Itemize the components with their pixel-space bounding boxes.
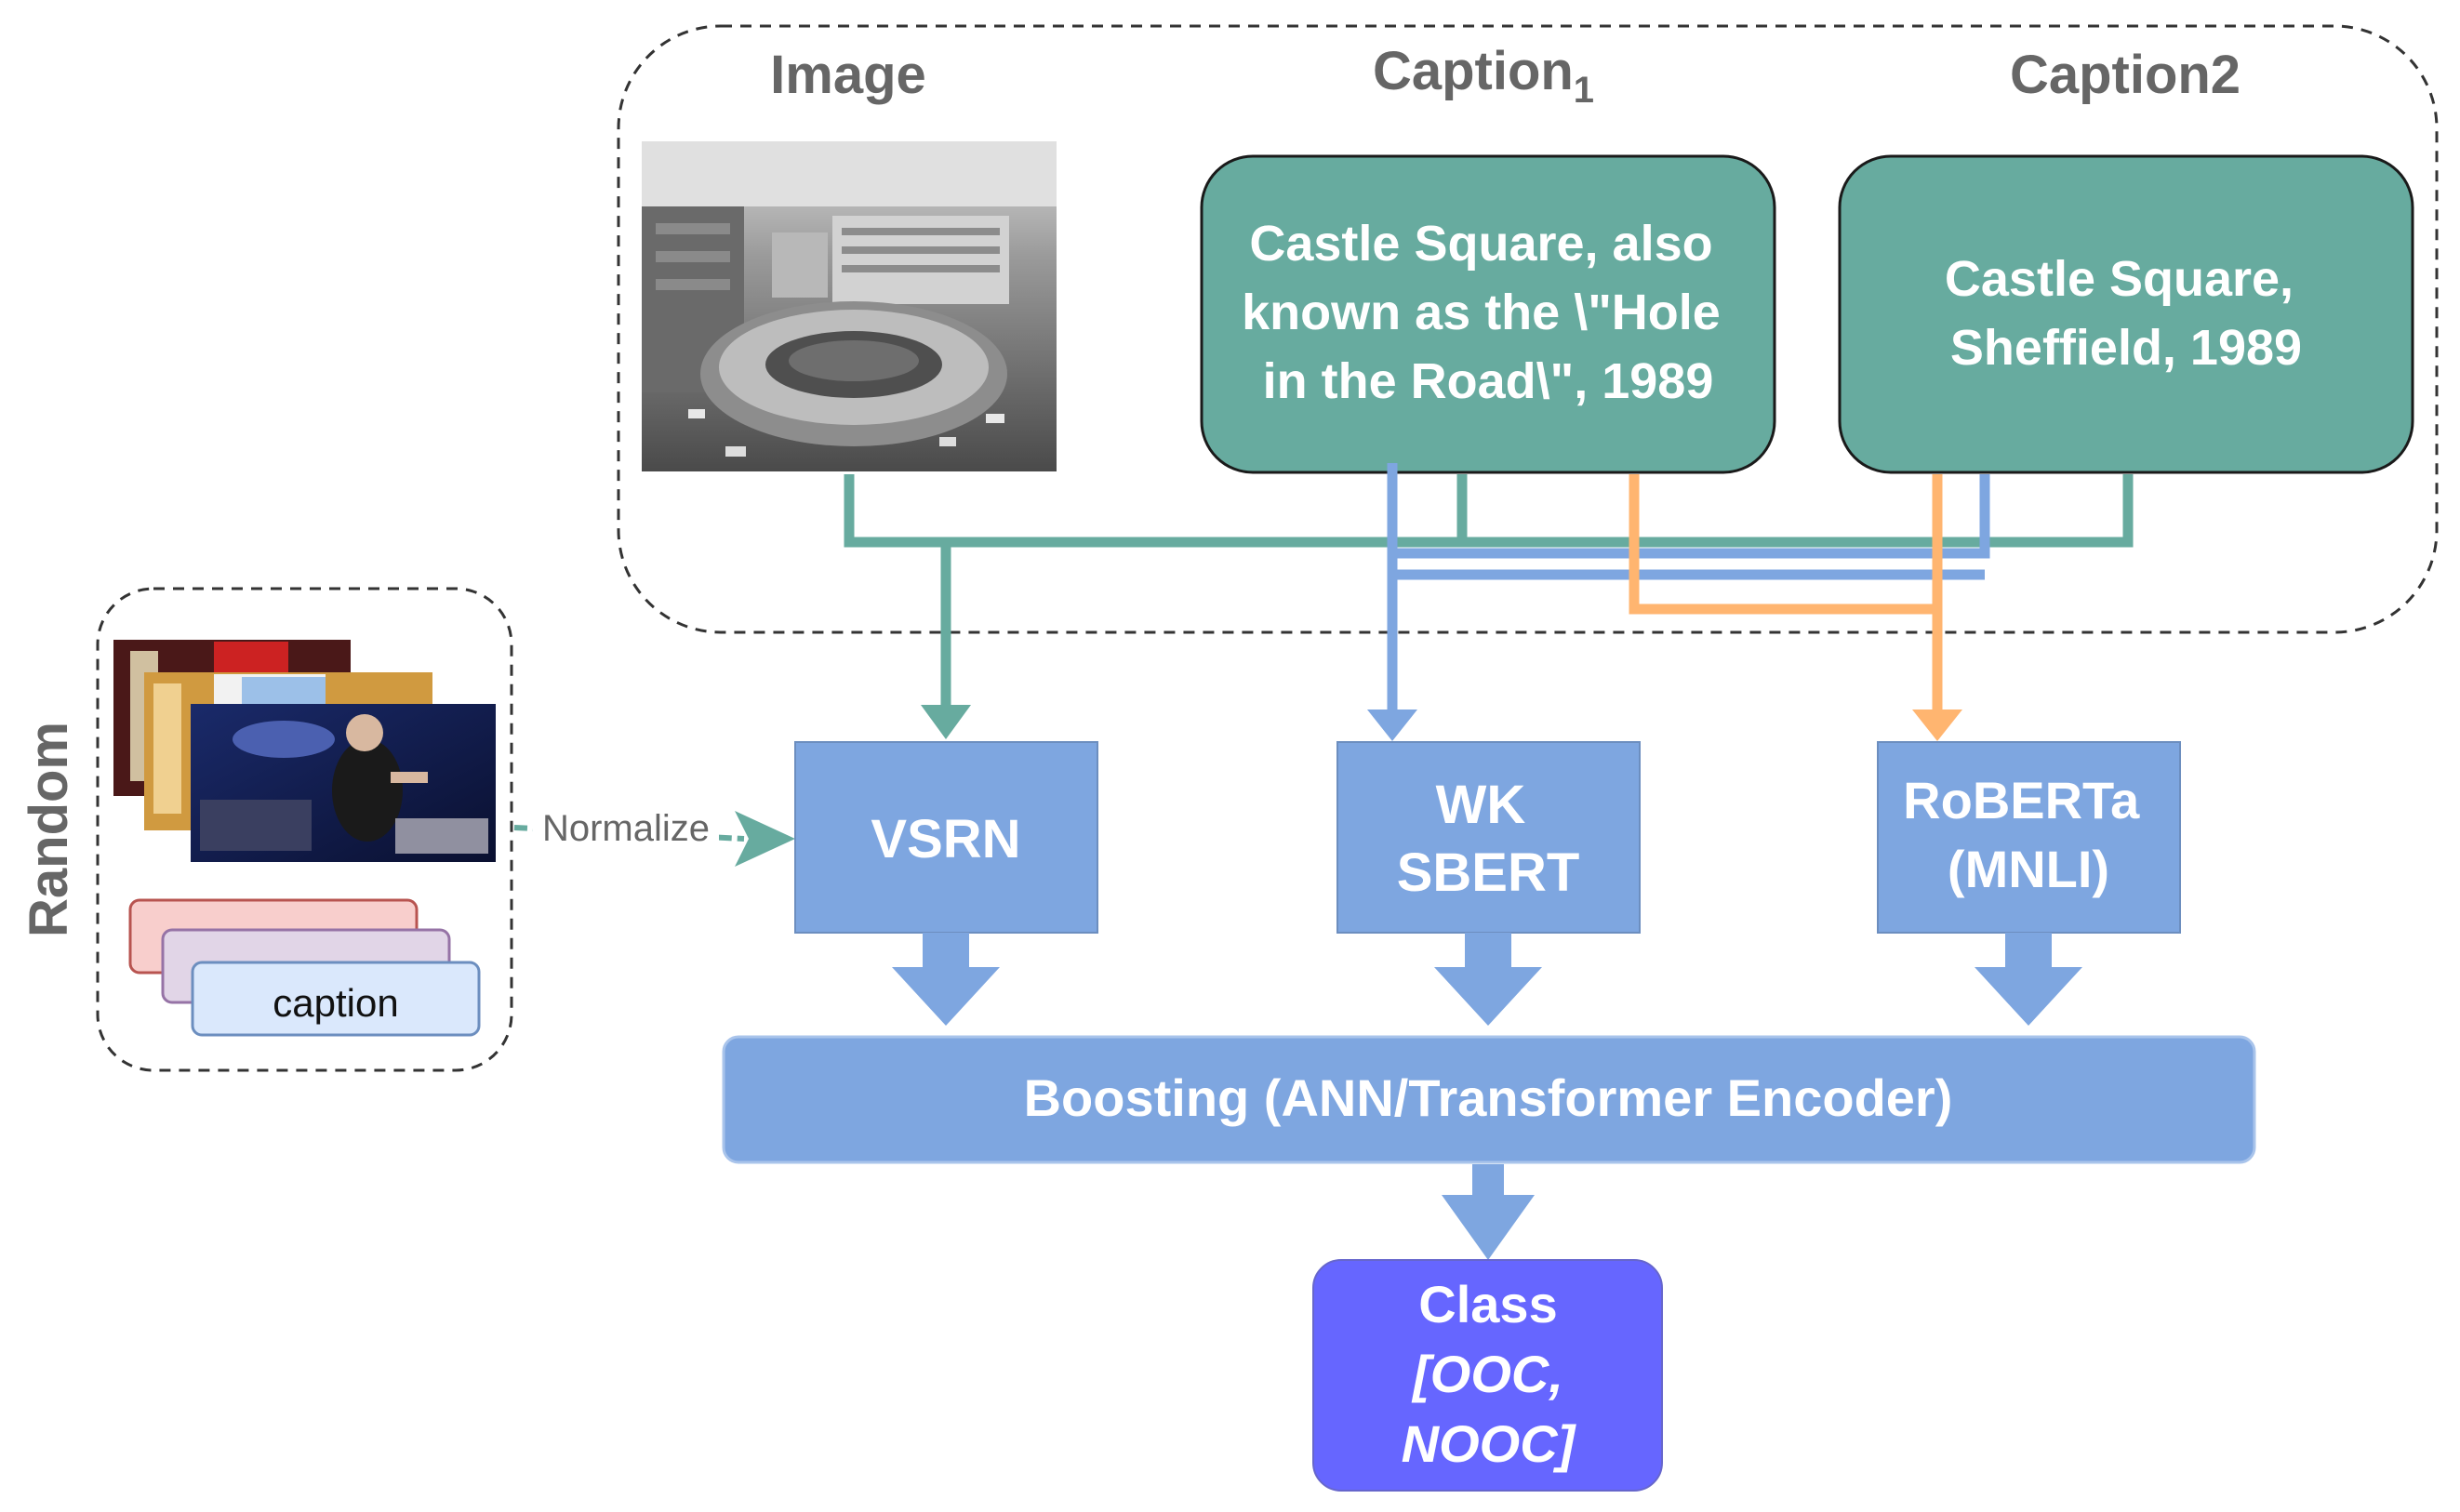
orange-arrowhead (1912, 710, 1962, 741)
blue-arrowhead-wk (1367, 710, 1417, 741)
random-images-stack (113, 640, 496, 862)
random-label: Random (19, 722, 79, 937)
caption1-text: Castle Square, also known as the \"Hole … (1242, 216, 1735, 409)
orange-connectors (1629, 474, 1943, 716)
boosting-box (722, 1035, 2256, 1164)
header-image: Image (770, 45, 926, 105)
caption2-box (1838, 154, 2414, 474)
teal-connectors (844, 474, 2134, 707)
normalize-arrowhead (735, 811, 795, 867)
caption-card-label: caption (273, 981, 398, 1025)
normalize-label-bg (533, 802, 719, 852)
caption1-box (1200, 154, 1776, 474)
boosting-down-arrow (1442, 1164, 1535, 1260)
vsrn-box (794, 741, 1098, 934)
class-box (1312, 1259, 1663, 1492)
class-line3: NOOC] (1402, 1414, 1577, 1473)
class-title: Class (1418, 1275, 1557, 1333)
vsrn-label: VSRN (871, 809, 1020, 869)
wk-sbert-label: WK SBERT (1397, 775, 1580, 903)
blue-connectors (1387, 463, 1990, 723)
input-group-container (617, 24, 2439, 634)
class-line2: [OOC, (1411, 1345, 1563, 1403)
caption2-text: Castle Square, Sheffield, 1989 (1945, 251, 2307, 376)
normalize-label: Normalize (542, 808, 710, 849)
vsrn-down-arrow (892, 933, 1000, 1026)
header-caption1: Caption1 (1373, 41, 1594, 111)
roberta-down-arrow (1975, 933, 2082, 1026)
roberta-box (1877, 741, 2181, 934)
teal-arrowhead (921, 705, 971, 739)
random-group-container (96, 587, 513, 1072)
roberta-label: RoBERTa (MNLI) (1903, 771, 2154, 898)
caption-card-front (191, 961, 481, 1037)
header-caption2: Caption2 (2010, 45, 2241, 105)
wk-sbert-box (1336, 741, 1641, 934)
boosting-label: Boosting (ANN/Transformer Encoder) (1024, 1068, 1953, 1127)
city-photo-image (642, 141, 1057, 471)
caption1-subscript: 1 (1574, 70, 1594, 111)
wk-sbert-down-arrow (1434, 933, 1542, 1026)
